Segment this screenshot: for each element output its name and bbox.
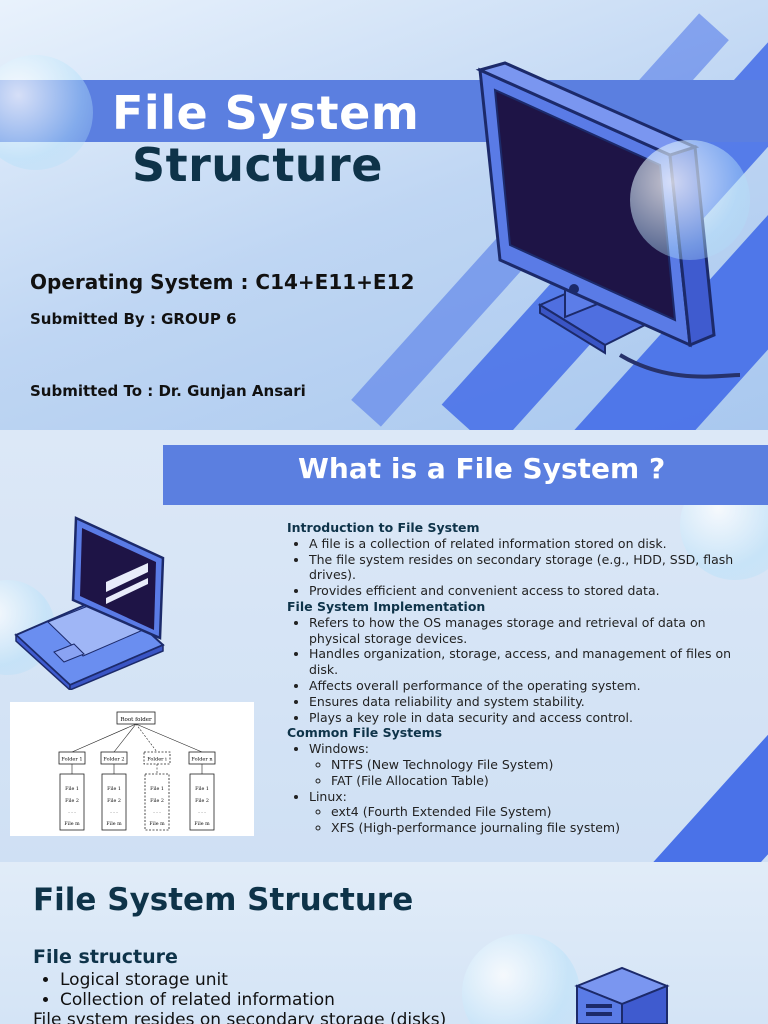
heading-banner xyxy=(163,445,768,505)
slide-heading: File System Structure xyxy=(33,882,414,918)
list-item: Windows: NTFS (New Technology File Syste… xyxy=(309,741,757,788)
list-item: Plays a key role in data security and ac… xyxy=(309,710,757,726)
list-item: Provides efficient and convenient access… xyxy=(309,583,757,599)
bullet-list: A file is a collection of related inform… xyxy=(287,536,757,599)
file-label: . . . xyxy=(153,810,161,815)
title-line-1: File System xyxy=(112,86,420,140)
list-item: NTFS (New Technology File System) xyxy=(331,757,757,773)
bullet-list: Logical storage unit Collection of relat… xyxy=(38,970,335,1010)
folder-label: Folder 2 xyxy=(103,757,124,763)
file-label: File m xyxy=(64,821,80,827)
file-label: File m xyxy=(194,821,210,827)
subject-line: Operating System : C14+E11+E12 xyxy=(30,270,415,294)
list-item: Ensures data reliability and system stab… xyxy=(309,694,757,710)
section-title: File System Implementation xyxy=(287,598,486,614)
list-item: Logical storage unit xyxy=(60,970,335,990)
submitted-by: Submitted By : GROUP 6 xyxy=(30,310,237,328)
root-folder-label: Root folder xyxy=(120,717,152,723)
bullet-list: Refers to how the OS manages storage and… xyxy=(287,615,757,726)
subheading: File structure xyxy=(33,946,178,968)
file-label: File 1 xyxy=(195,786,209,792)
file-label: File 1 xyxy=(150,786,164,792)
file-label: File 1 xyxy=(107,786,121,792)
decor-bubble xyxy=(0,55,93,170)
file-label: . . . xyxy=(110,810,118,815)
file-label: File 2 xyxy=(107,798,121,804)
folder-label: Folder 1 xyxy=(61,757,82,763)
list-item: Handles organization, storage, access, a… xyxy=(309,646,757,678)
file-label: File m xyxy=(149,821,165,827)
bullet-list: Windows: NTFS (New Technology File Syste… xyxy=(287,741,757,836)
os-label-linux: Linux: xyxy=(309,788,347,804)
server-illustration xyxy=(574,966,670,1024)
list-item: FAT (File Allocation Table) xyxy=(331,773,757,789)
file-system-structure-slide: File System Structure File structure Log… xyxy=(0,862,768,1024)
file-label: File 1 xyxy=(65,786,79,792)
slide-heading: What is a File System ? xyxy=(298,452,666,485)
title-line-2: Structure xyxy=(132,138,383,192)
title-slide: File System Structure Operating System :… xyxy=(0,0,768,430)
file-label: . . . xyxy=(198,810,206,815)
laptop-illustration xyxy=(14,516,165,690)
file-label: . . . xyxy=(68,810,76,815)
list-item: ext4 (Fourth Extended File System) xyxy=(331,804,757,820)
folder-tree-diagram: Root folder Folder 1 Folder 2 Folder i F… xyxy=(10,702,254,836)
section-title: Introduction to File System xyxy=(287,520,480,535)
body-line: File system resides on secondary storage… xyxy=(33,1010,447,1024)
file-label: File m xyxy=(106,821,122,827)
list-item: Affects overall performance of the opera… xyxy=(309,678,757,694)
section-title: Common File Systems xyxy=(287,725,443,741)
list-item: XFS (High-performance journaling file sy… xyxy=(331,820,757,836)
list-item: Linux: ext4 (Fourth Extended File System… xyxy=(309,789,757,836)
slide-content: Introduction to File System A file is a … xyxy=(287,520,757,836)
folder-label: Folder i xyxy=(147,757,167,763)
decor-bubble xyxy=(462,934,580,1024)
list-item: A file is a collection of related inform… xyxy=(309,536,757,552)
what-is-file-system-slide: What is a File System ? Root folder Fold… xyxy=(0,430,768,862)
os-label-windows: Windows: xyxy=(309,741,370,757)
submitted-to: Submitted To : Dr. Gunjan Ansari xyxy=(30,382,306,400)
file-label: File 2 xyxy=(65,798,79,804)
sub-bullet-list: NTFS (New Technology File System) FAT (F… xyxy=(309,757,757,789)
decor-bubble xyxy=(630,140,750,260)
list-item: The file system resides on secondary sto… xyxy=(309,552,757,584)
list-item: Refers to how the OS manages storage and… xyxy=(309,615,757,647)
folder-label: Folder n xyxy=(191,757,213,763)
list-item: Collection of related information xyxy=(60,990,335,1010)
file-label: File 2 xyxy=(150,798,164,804)
sub-bullet-list: ext4 (Fourth Extended File System) XFS (… xyxy=(309,804,757,836)
file-label: File 2 xyxy=(195,798,209,804)
